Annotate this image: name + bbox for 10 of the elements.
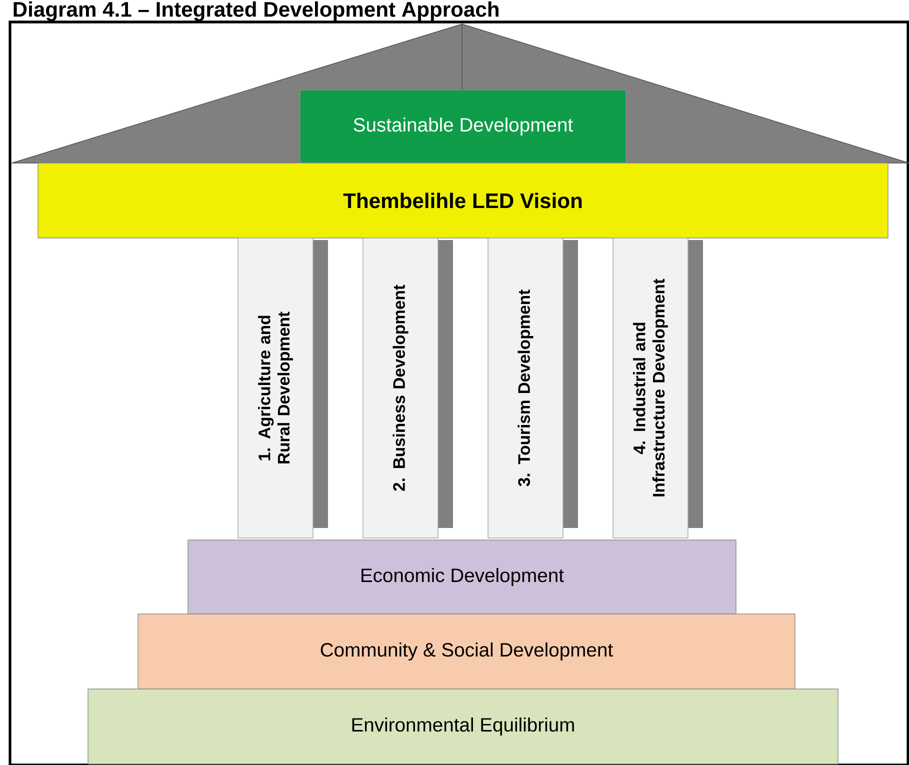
foundation-step: Economic Development bbox=[188, 540, 736, 614]
title: Diagram 4.1 – Integrated Development Approach bbox=[14, 1, 498, 22]
roof-box: Sustainable Development bbox=[300, 90, 626, 164]
pillar: 4. Industrial and Infrastructure Development bbox=[612, 238, 703, 538]
pillar: 3. Tourism Development bbox=[488, 238, 578, 538]
pillar: 2. Business Development bbox=[362, 238, 453, 538]
vision-band: Thembelihle LED Vision bbox=[38, 162, 888, 238]
pillar: 1. Agriculture and Rural Development bbox=[238, 238, 328, 538]
foundation-step: Community & Social Development bbox=[138, 614, 796, 690]
foundation-step: Environmental Equilibrium bbox=[88, 688, 838, 764]
